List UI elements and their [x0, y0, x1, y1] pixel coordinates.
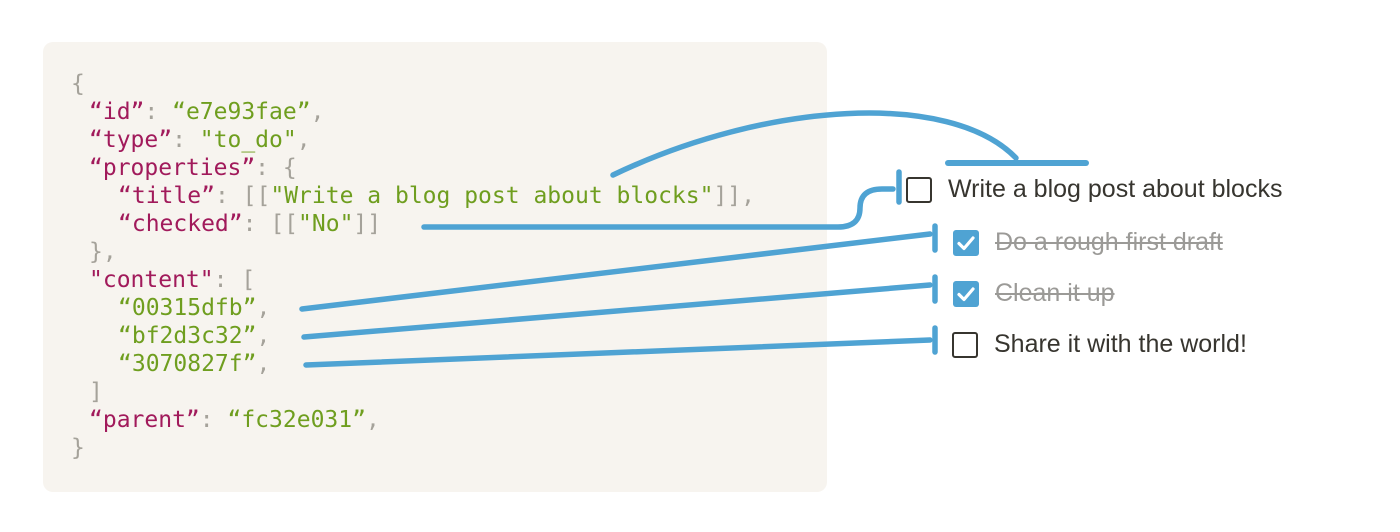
todo-item-label: Write a blog post about blocks	[948, 175, 1283, 203]
checkbox-checked[interactable]	[953, 229, 979, 256]
todo-item[interactable]: Share it with the world!	[952, 330, 1247, 359]
todo-item-label: Do a rough first draft	[995, 228, 1223, 256]
todo-item[interactable]: Clean it up	[953, 279, 1115, 308]
todo-item[interactable]: Write a blog post about blocks	[906, 175, 1282, 204]
checkmark-icon	[957, 286, 975, 301]
todo-item-label: Clean it up	[995, 279, 1115, 307]
json-code-block: {“id”: “e7e93fae”,“type”: "to_do",“prope…	[43, 42, 827, 492]
checkbox-checked[interactable]	[953, 280, 979, 307]
checkbox-unchecked[interactable]	[906, 176, 932, 203]
json-code: {“id”: “e7e93fae”,“type”: "to_do",“prope…	[71, 71, 755, 461]
checkbox-unchecked[interactable]	[952, 331, 978, 358]
checkmark-icon	[957, 235, 975, 250]
todo-item-label: Share it with the world!	[994, 330, 1247, 358]
todo-item[interactable]: Do a rough first draft	[953, 228, 1223, 257]
